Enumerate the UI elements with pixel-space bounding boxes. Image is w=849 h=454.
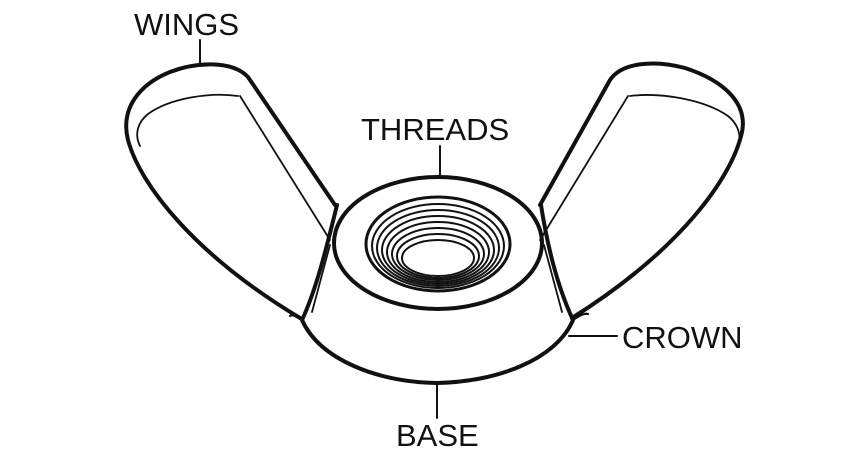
top-ring (332, 175, 544, 311)
base-label: BASE (396, 418, 479, 453)
threads-label: THREADS (361, 112, 510, 147)
left-wing (124, 62, 337, 320)
right-wing (538, 61, 745, 320)
crown-label: CROWN (622, 320, 743, 355)
wings-label: WINGS (134, 7, 240, 42)
crown-body (288, 203, 590, 385)
thread-lines (371, 203, 505, 289)
